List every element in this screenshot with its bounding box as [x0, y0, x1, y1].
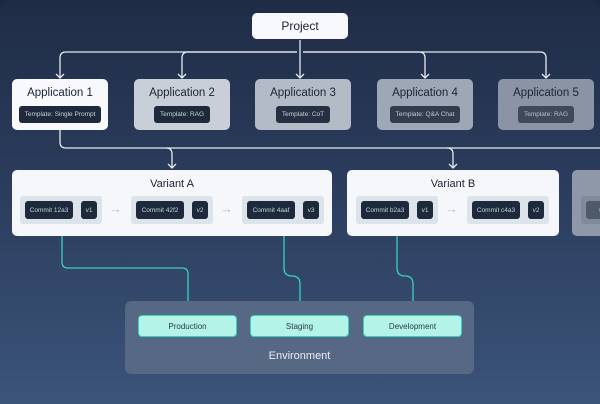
- commit-badge: Commit c4a3: [472, 201, 520, 219]
- template-badge: Template: CoT: [275, 106, 331, 123]
- env-development[interactable]: Development: [363, 315, 462, 337]
- application-node[interactable]: Application 4 Template: Q&A Chat: [377, 79, 473, 130]
- project-label: Project: [281, 19, 319, 33]
- project-connectors: [55, 40, 600, 169]
- version-badge: v1: [417, 201, 433, 219]
- connector-variant-b: [446, 147, 454, 168]
- variant-node[interactable]: Variant B Commit b2a3 v1 Commit c4a3 v2 →: [347, 170, 559, 236]
- application-node[interactable]: Application 1 Template: Single Prompt: [12, 79, 108, 130]
- version-badge: v2: [192, 201, 208, 219]
- environment-label: Environment: [268, 350, 331, 362]
- application-title: Application 3: [270, 87, 336, 99]
- commit-group[interactable]: Commit 42f2 v2: [131, 196, 213, 224]
- template-badge: Template: Single Prompt: [18, 106, 102, 123]
- connector-project-app5: [303, 51, 547, 78]
- variant-title: Variant A: [150, 178, 194, 190]
- arrow-right-icon: →: [220, 201, 233, 216]
- project-node[interactable]: Project: [252, 13, 348, 39]
- connector-project-app1: [59, 51, 297, 78]
- commit-badge: Commit 4aaf: [247, 201, 295, 219]
- connector-app1-variants: [59, 130, 600, 149]
- commit-group[interactable]: Commit c4a3 v2: [467, 196, 549, 224]
- version-badge: v1: [81, 201, 97, 219]
- env-production[interactable]: Production: [138, 315, 237, 337]
- commit-group[interactable]: Commit b2a3 v1: [356, 196, 438, 224]
- version-badge: v2: [528, 201, 544, 219]
- arrow-right-icon: →: [109, 201, 122, 216]
- template-badge: Template: Q&A Chat: [389, 106, 461, 123]
- commit-badge: Commit b2a3: [361, 201, 409, 219]
- application-node[interactable]: Application 3 Template: CoT: [255, 79, 351, 130]
- connector-project-app4: [303, 51, 426, 78]
- commit-group[interactable]: Commit: [581, 196, 600, 224]
- application-title: Application 5: [513, 87, 579, 99]
- connector-production: [61, 228, 189, 314]
- application-title: Application 4: [392, 87, 458, 99]
- connector-staging: [283, 228, 301, 314]
- commit-group[interactable]: Commit 4aaf v3: [242, 196, 324, 224]
- commit-group[interactable]: Commit 12a3 v1: [20, 196, 102, 224]
- connector-project-app2: [181, 51, 297, 78]
- arrowheads: [55, 73, 551, 79]
- variant-node[interactable]: Commit: [572, 170, 600, 236]
- commit-badge: Commit: [586, 201, 600, 219]
- commit-badge: Commit 12a3: [25, 201, 73, 219]
- arrow-right-icon: →: [445, 201, 458, 216]
- environment-group: Production Staging Development Environme…: [125, 301, 474, 374]
- variant-title: Variant B: [430, 178, 476, 190]
- application-title: Application 2: [149, 87, 215, 99]
- env-staging[interactable]: Staging: [250, 315, 349, 337]
- application-node[interactable]: Application 5 Template: RAG: [498, 79, 594, 130]
- connector-variant-a: [165, 147, 173, 168]
- variant-node[interactable]: Variant A Commit 12a3 v1 Commit 42f2 v2 → Comm…: [12, 170, 332, 236]
- application-node[interactable]: Application 2 Template: RAG: [134, 79, 230, 130]
- template-badge: Template: RAG: [153, 106, 211, 123]
- application-title: Application 1: [27, 87, 93, 99]
- commit-badge: Commit 42f2: [136, 201, 184, 219]
- version-badge: v3: [303, 201, 319, 219]
- connector-development: [396, 228, 414, 314]
- template-badge: Template: RAG: [517, 106, 575, 123]
